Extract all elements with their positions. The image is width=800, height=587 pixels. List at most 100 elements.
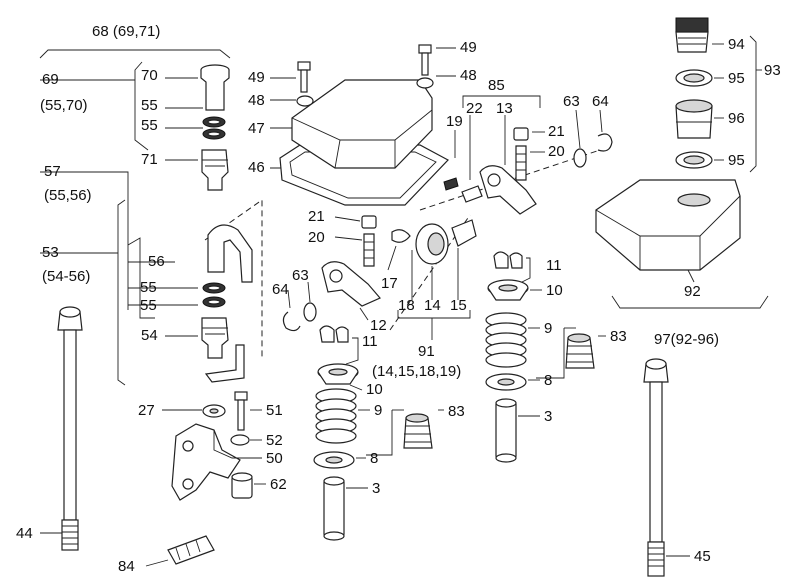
part-56-elbow xyxy=(207,224,253,283)
label-55-d: 55 xyxy=(140,297,157,314)
label-92: 92 xyxy=(684,283,701,300)
cover-47 xyxy=(291,79,433,169)
bolt-49-right xyxy=(418,44,432,76)
keeper-11-left xyxy=(319,325,335,343)
label-49-left: 49 xyxy=(248,69,265,86)
label-91: 91 xyxy=(418,343,435,360)
label-53-sub: (54-56) xyxy=(42,268,90,285)
assembly-68-group xyxy=(39,49,231,191)
label-21-left: 21 xyxy=(308,208,325,225)
label-13: 13 xyxy=(496,100,513,117)
keeper-11-right xyxy=(493,251,509,269)
screw-20-right xyxy=(515,145,527,181)
cam-14 xyxy=(415,223,449,265)
part-70-fitting xyxy=(200,64,230,111)
label-17: 17 xyxy=(381,275,398,292)
part-71-adapter xyxy=(201,149,229,191)
label-45: 45 xyxy=(694,548,711,565)
label-52: 52 xyxy=(266,432,283,449)
rocker-arm-13 xyxy=(479,165,537,215)
rocker-assembly-85 xyxy=(389,95,613,331)
pushrod-44 xyxy=(57,306,83,551)
label-15: 15 xyxy=(450,297,467,314)
label-95-top: 95 xyxy=(728,70,745,87)
label-10-left: 10 xyxy=(366,381,383,398)
label-21-right: 21 xyxy=(548,123,565,140)
label-47: 47 xyxy=(248,120,265,137)
pin-84 xyxy=(167,535,215,565)
label-93: 93 xyxy=(764,62,781,79)
label-19: 19 xyxy=(446,113,463,130)
label-20-left: 20 xyxy=(308,229,325,246)
label-9-right: 9 xyxy=(544,320,552,337)
label-51: 51 xyxy=(266,402,283,419)
label-63-right: 63 xyxy=(563,93,580,110)
label-85: 85 xyxy=(488,77,505,94)
label-94: 94 xyxy=(728,36,745,53)
nut-21-left xyxy=(361,215,377,229)
label-50: 50 xyxy=(266,450,283,467)
label-9-left: 9 xyxy=(374,402,382,419)
label-8-right: 8 xyxy=(544,372,552,389)
label-70: 70 xyxy=(141,67,158,84)
label-14: 14 xyxy=(424,297,441,314)
label-91-sub: (14,15,18,19) xyxy=(372,363,461,380)
label-64-left: 64 xyxy=(272,281,289,298)
washer-63-right xyxy=(573,148,587,168)
bolt-49-left xyxy=(297,61,311,93)
cap-94 xyxy=(675,17,709,53)
label-3-left: 3 xyxy=(372,480,380,497)
valve-seal-83-right xyxy=(565,333,595,369)
label-63-left: 63 xyxy=(292,267,309,284)
label-56: 56 xyxy=(148,253,165,270)
label-71: 71 xyxy=(141,151,158,168)
label-53: 53 xyxy=(42,244,59,261)
bracket-50 xyxy=(171,423,241,501)
rocker-assembly-left xyxy=(282,215,477,340)
label-44: 44 xyxy=(16,525,33,542)
label-62: 62 xyxy=(270,476,287,493)
label-49-right: 49 xyxy=(460,39,477,56)
label-95-bottom: 95 xyxy=(728,152,745,169)
spring-9-left xyxy=(315,388,357,444)
pushrod-45 xyxy=(643,358,669,577)
bolt-51 xyxy=(234,391,248,431)
rocker-arm-12 xyxy=(321,261,381,307)
label-83-right: 83 xyxy=(610,328,627,345)
label-84: 84 xyxy=(118,558,135,575)
label-97: 97(92-96) xyxy=(654,331,719,348)
assembly-53-group xyxy=(40,171,263,386)
shaft-22 xyxy=(461,185,483,203)
label-3-right: 3 xyxy=(544,408,552,425)
label-57: 57 xyxy=(44,163,61,180)
label-10-right: 10 xyxy=(546,282,563,299)
valve-guide-3-right xyxy=(495,398,517,463)
label-11-right: 11 xyxy=(546,257,562,274)
cover-assembly-47 xyxy=(270,44,456,206)
washer-48-right xyxy=(416,77,434,89)
valve-train-left xyxy=(313,325,444,541)
label-57-sub: (55,56) xyxy=(44,187,92,204)
label-18: 18 xyxy=(398,297,415,314)
label-48-right: 48 xyxy=(460,67,477,84)
label-96: 96 xyxy=(728,110,745,127)
label-12: 12 xyxy=(370,317,387,334)
washer-48-left xyxy=(296,95,314,107)
cover-92 xyxy=(595,179,741,271)
label-8-left: 8 xyxy=(370,450,378,467)
label-48-left: 48 xyxy=(248,92,265,109)
part-15 xyxy=(451,219,477,247)
washer-52 xyxy=(230,434,250,446)
label-46: 46 xyxy=(248,159,265,176)
clip-64-right xyxy=(597,133,613,152)
part-54-adapter xyxy=(201,317,229,359)
filler-neck-96 xyxy=(675,99,713,139)
valve-guide-3-left xyxy=(323,476,345,541)
label-69: 69 xyxy=(42,71,59,88)
spring-9-right xyxy=(485,312,527,368)
label-55-b: 55 xyxy=(141,117,158,134)
label-22: 22 xyxy=(466,100,483,117)
label-64-right: 64 xyxy=(592,93,609,110)
valve-seal-83-left xyxy=(403,413,433,449)
